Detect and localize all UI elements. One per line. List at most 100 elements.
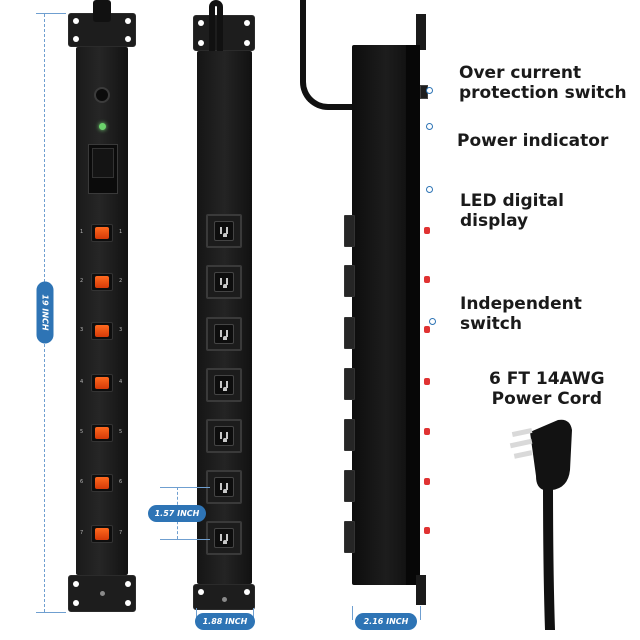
outlet-slot xyxy=(226,278,228,285)
length-label: 19 INCH xyxy=(36,281,54,344)
side-panel-edge xyxy=(406,45,420,585)
side-segment xyxy=(344,317,355,349)
side-switch-led xyxy=(424,428,430,435)
side-segment xyxy=(344,265,355,297)
switch-number-left: 5 xyxy=(80,429,84,435)
power-indicator-dot xyxy=(426,123,433,130)
side-switch-led xyxy=(424,276,430,283)
over-current-line2: protection switch xyxy=(459,83,627,103)
bracket-hole xyxy=(244,40,250,46)
master-switch-paddle xyxy=(92,148,114,178)
outlet xyxy=(206,265,242,299)
outlet xyxy=(206,419,242,453)
outlet-slot xyxy=(220,278,222,285)
plug-prong-mid xyxy=(509,438,533,449)
outlet-slot xyxy=(220,432,222,439)
bracket-hole xyxy=(125,18,131,24)
independent-line1: Independent xyxy=(460,294,582,314)
power-plug-icon xyxy=(509,419,572,630)
bracket-screw xyxy=(222,597,227,602)
bottom-bracket xyxy=(193,584,255,610)
plug-cord xyxy=(543,475,555,630)
top-bracket xyxy=(193,15,255,51)
plug-prong-top xyxy=(511,427,533,438)
switch-number-left: 7 xyxy=(80,530,84,536)
outlet xyxy=(206,470,242,504)
outlet xyxy=(206,214,242,248)
circuit-breaker-button xyxy=(94,87,110,103)
side-switch-led xyxy=(424,326,430,333)
outlet-slot xyxy=(220,381,222,388)
bracket-hole xyxy=(198,589,204,595)
outlet-slot xyxy=(220,227,222,234)
switch-number-right: 5 xyxy=(119,429,123,435)
power-cord-line1: 6 FT 14AWG xyxy=(489,369,605,389)
rocker-switch xyxy=(91,273,113,291)
switch-number-left: 6 xyxy=(80,479,84,485)
rocker-switch xyxy=(91,374,113,392)
outlet-face xyxy=(214,221,234,241)
power-indicator-label: Power indicator xyxy=(457,131,609,151)
rocker-switch xyxy=(91,424,113,442)
bracket-screw xyxy=(100,591,105,596)
power-indicator-led xyxy=(99,123,106,130)
length-top-tick xyxy=(36,13,66,14)
bracket-hole xyxy=(198,20,204,26)
switch-number-left: 1 xyxy=(80,229,84,235)
outlet-ground xyxy=(223,284,227,288)
outlet-slot xyxy=(226,381,228,388)
outlet xyxy=(206,317,242,351)
rocker-switch xyxy=(91,322,113,340)
bottom-bracket xyxy=(68,575,136,612)
outlet-ground xyxy=(223,233,227,237)
length-bottom-tick xyxy=(36,612,66,613)
switch-number-left: 4 xyxy=(80,379,84,385)
outlet-slot xyxy=(226,227,228,234)
power-cord-mid xyxy=(209,0,223,100)
bracket-hole xyxy=(73,581,79,587)
side-segment xyxy=(344,521,355,553)
side-top-bracket xyxy=(416,14,426,50)
over-current-label: Over current protection switch xyxy=(459,63,627,103)
rocker-switch xyxy=(91,474,113,492)
side-bottom-bracket xyxy=(416,575,426,605)
switch-number-right: 3 xyxy=(119,327,123,333)
led-display-label: LED digital display xyxy=(460,191,564,231)
outlet xyxy=(206,368,242,402)
outlet-ground xyxy=(223,336,227,340)
outlet-ground xyxy=(223,438,227,442)
switch-number-right: 4 xyxy=(119,379,123,385)
switch-number-left: 3 xyxy=(80,327,84,333)
independent-switch-label: Independent switch xyxy=(460,294,582,334)
independent-line2: switch xyxy=(460,314,522,334)
outlet-face xyxy=(214,426,234,446)
bracket-hole xyxy=(73,600,79,606)
independent-switch-dot xyxy=(429,318,436,325)
outlet-ground xyxy=(223,489,227,493)
outlet-slot xyxy=(226,330,228,337)
spacing-top-tick xyxy=(160,487,210,488)
outlet-ground xyxy=(223,540,227,544)
side-segment xyxy=(344,368,355,400)
outlet-face xyxy=(214,528,234,548)
switch-number-right: 7 xyxy=(119,530,123,536)
outlet-face xyxy=(214,324,234,344)
spacing-bottom-tick xyxy=(160,539,210,540)
led-display-dot xyxy=(426,186,433,193)
power-cord-top xyxy=(93,0,111,22)
outlet-face xyxy=(214,272,234,292)
outlet-slot xyxy=(226,534,228,541)
switch-number-left: 2 xyxy=(80,278,84,284)
outlet-face xyxy=(214,375,234,395)
rocker-switch xyxy=(91,224,113,242)
outlet-slot xyxy=(220,483,222,490)
outlet-slot xyxy=(226,483,228,490)
power-cord-side xyxy=(300,0,360,110)
side-segment xyxy=(344,470,355,502)
width-front-label: 1.88 INCH xyxy=(195,613,255,630)
width-side-label: 2.16 INCH xyxy=(355,613,417,630)
spacing-label: 1.57 INCH xyxy=(148,505,206,522)
bracket-hole xyxy=(125,600,131,606)
outlet-ground xyxy=(223,387,227,391)
bracket-hole xyxy=(73,36,79,42)
